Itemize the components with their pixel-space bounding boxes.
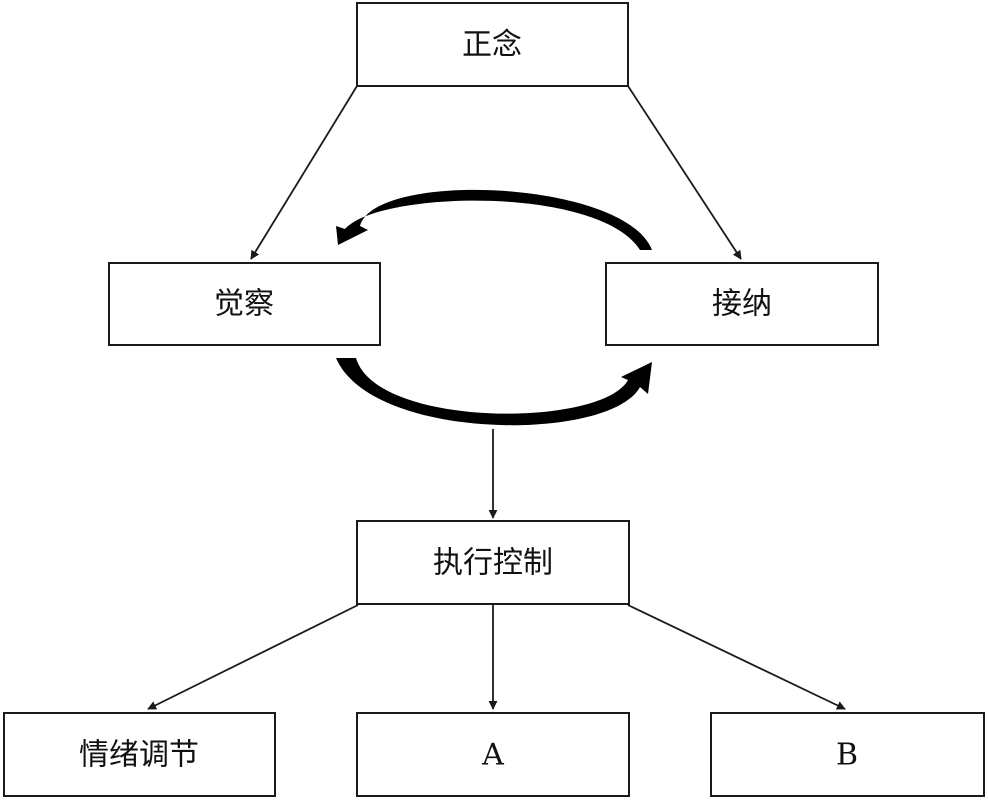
node-awareness: 觉察 <box>108 262 381 346</box>
edge-mindfulness-to-acceptance <box>627 85 742 260</box>
node-executive-control: 执行控制 <box>356 520 630 605</box>
node-mindfulness: 正念 <box>356 2 629 87</box>
edge-executive-to-b <box>627 604 846 710</box>
node-a: A <box>356 712 630 797</box>
node-emotion-regulation-label: 情绪调节 <box>79 738 199 773</box>
node-emotion-regulation-box <box>3 712 276 797</box>
node-mindfulness-label: 正念 <box>462 28 522 63</box>
cycle-arrow-top <box>336 189 652 250</box>
node-a-box <box>356 712 630 797</box>
node-acceptance: 接纳 <box>605 262 879 346</box>
node-awareness-label: 觉察 <box>214 287 274 322</box>
node-executive-control-box <box>356 520 630 605</box>
node-a-label: A <box>481 738 504 773</box>
node-b-label: B <box>836 738 858 773</box>
node-awareness-box <box>108 262 381 346</box>
node-executive-control-label: 执行控制 <box>433 546 553 581</box>
node-b: B <box>710 712 985 797</box>
cycle-arrow-bottom <box>336 358 652 426</box>
node-acceptance-label: 接纳 <box>712 287 772 322</box>
node-mindfulness-box <box>356 2 629 87</box>
node-emotion-regulation: 情绪调节 <box>3 712 276 797</box>
edge-mindfulness-to-awareness <box>250 85 358 260</box>
edge-executive-to-emotion-regulation <box>147 604 359 710</box>
node-b-box <box>710 712 985 797</box>
node-acceptance-box <box>605 262 879 346</box>
